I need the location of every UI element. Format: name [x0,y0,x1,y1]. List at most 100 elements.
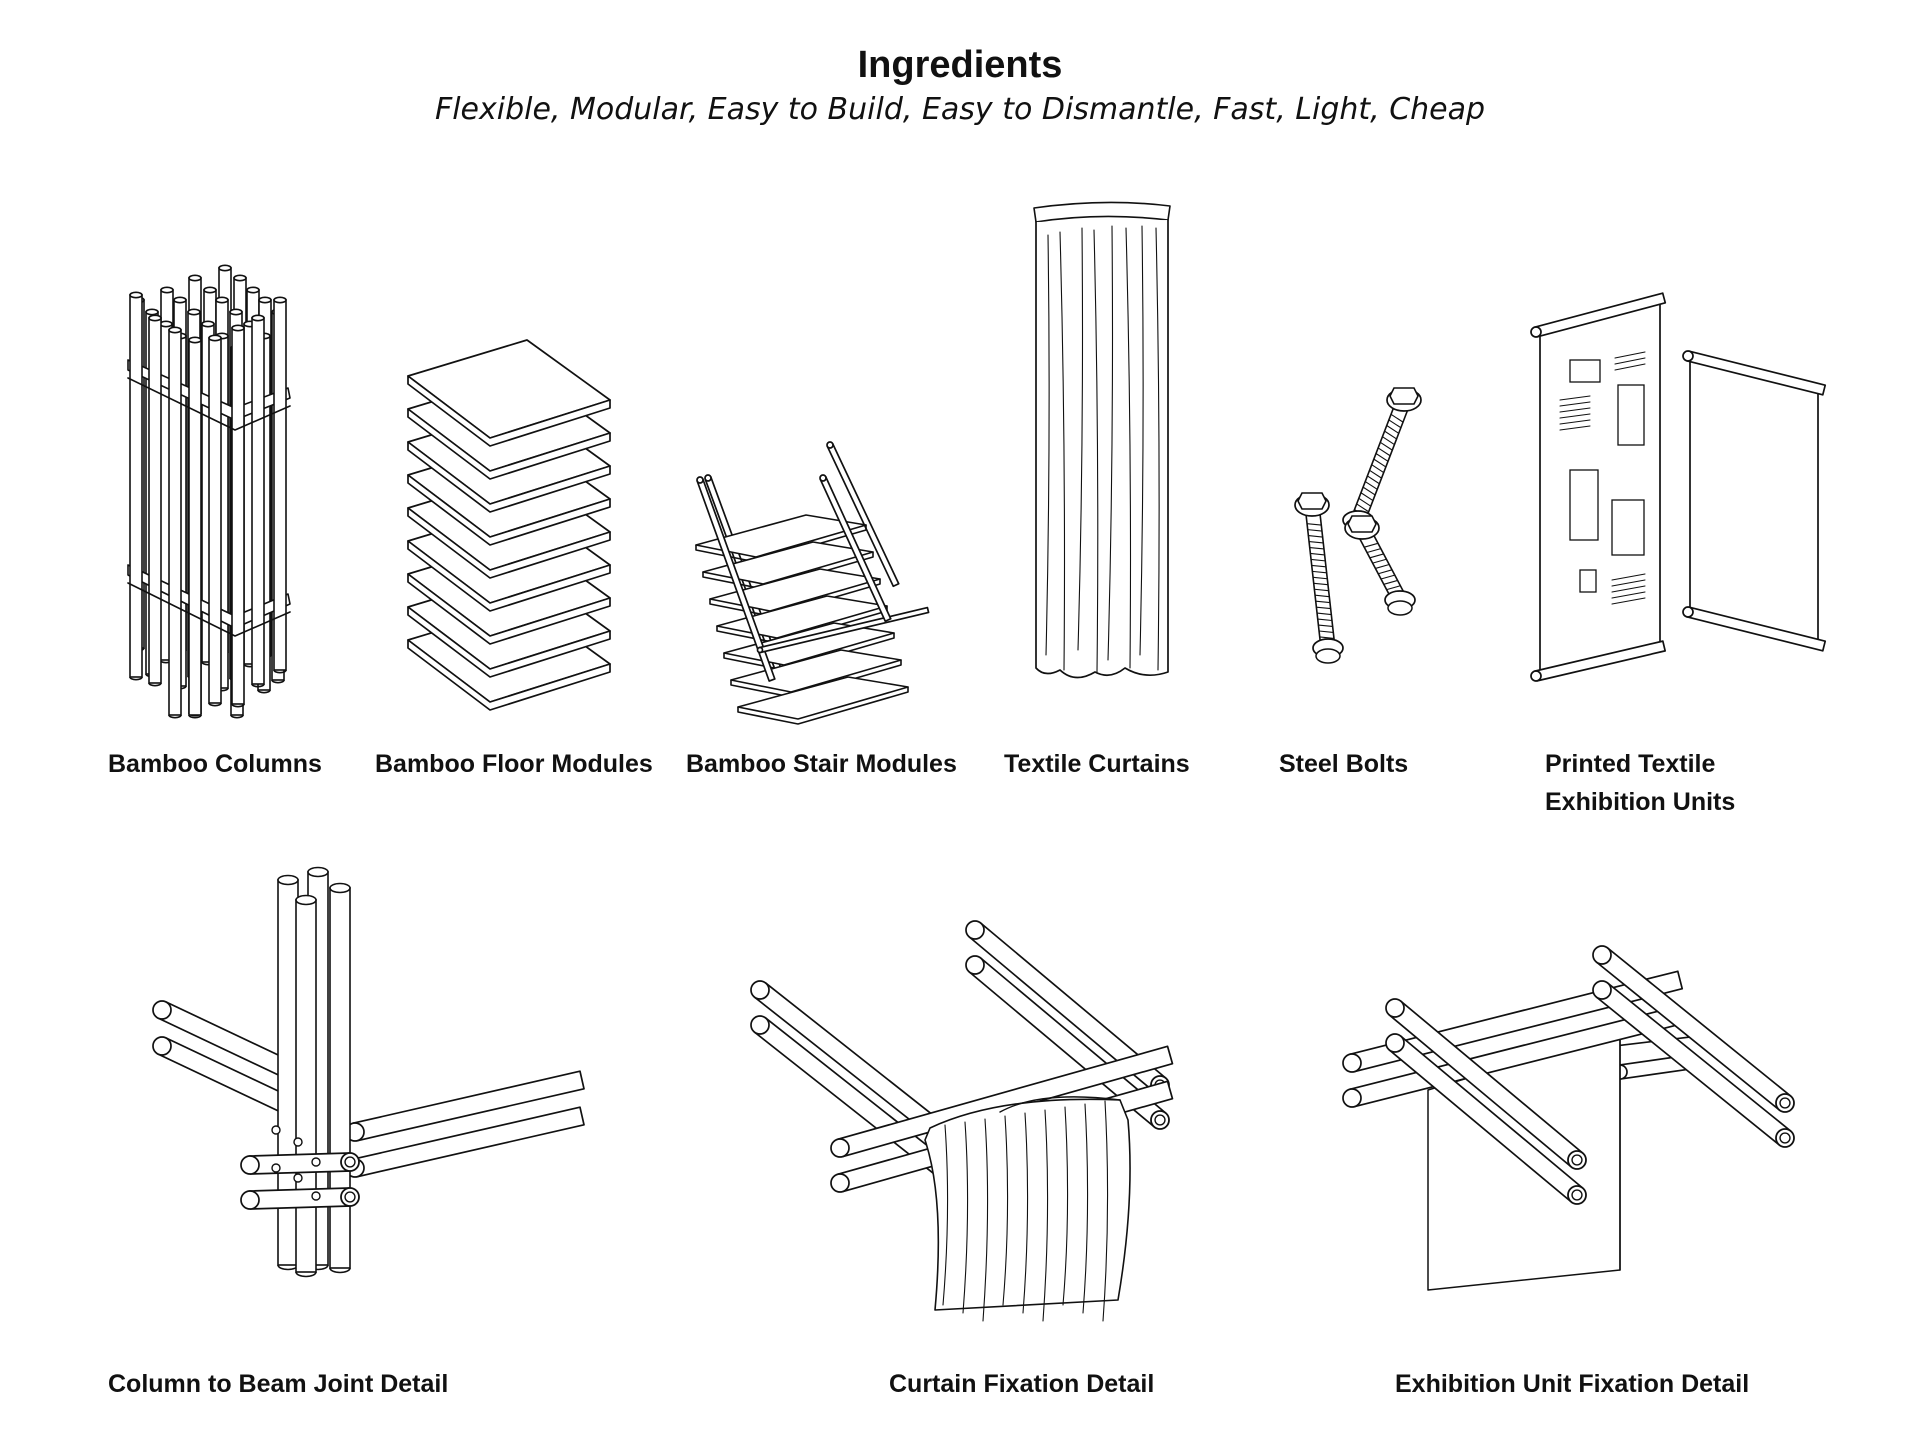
pole-top [188,274,202,282]
bolt-thread [1315,600,1331,604]
bamboo-column [273,296,287,674]
curtain-fold [1093,229,1099,673]
floor-panel-edge [407,573,611,645]
pole-end [1342,1088,1362,1108]
beam [1385,1033,1587,1205]
curtain-fold [1102,1100,1109,1322]
beam [830,1045,1174,1158]
pole-top [159,320,173,328]
curtain-fold [1045,234,1050,656]
print-text-line [1614,357,1646,365]
pole-body [168,329,182,716]
bolt-thread [1371,464,1385,474]
curtain-header [1033,201,1171,223]
caption-bamboo-columns: Bamboo Columns [108,750,322,778]
caption-bamboo-stair-modules: Bamboo Stair Modules [686,750,957,778]
pole-end [1530,670,1542,682]
pole-end [1530,326,1542,338]
curtain-fold [1082,1103,1089,1314]
column-pole [277,874,299,1271]
joint-bolt [293,1173,303,1183]
curtain-fold [1107,225,1114,661]
print-text-line [1611,585,1646,593]
pole-top [201,320,215,328]
pole-end [750,980,770,1000]
print-text-line [1614,351,1646,359]
floor-panel-edge [407,375,611,447]
bamboo-column [231,324,245,708]
pole-top [218,264,232,272]
curtain-gather [999,1096,1121,1113]
bamboo-column [208,334,222,707]
pole-top [295,894,317,906]
bolt-thread [1317,618,1333,622]
curtain-fold [1077,227,1084,651]
bolt-thread [1311,564,1327,568]
bolt-thread [1315,606,1332,610]
beam [240,1152,360,1175]
bolt-head [1389,387,1419,405]
caption-printed-textile: Printed Textile Exhibition Units [1545,745,1735,821]
bolt-thread [1390,413,1404,423]
joint-bolt [293,1137,303,1147]
textile-banner [1689,359,1819,649]
pole-opening [344,1156,356,1168]
bolt-thread [1384,430,1398,440]
pole-top [145,308,159,316]
pole-top [273,296,287,304]
pole-bottom [188,714,202,719]
pole-top [258,296,272,304]
pole-end [152,1000,172,1020]
bolt-thread [1308,541,1324,544]
stair-tread-edge [737,686,909,725]
pole-end [830,1138,850,1158]
bolt-thread [1356,503,1370,513]
curtain-fold [962,1121,969,1314]
bolt-thread [1318,630,1334,633]
pole-opening [1779,1132,1791,1144]
pole-end [965,920,985,940]
bolt-thread [1362,486,1376,496]
print-text-line [1614,363,1646,371]
pole-body [148,317,162,684]
pole-end [240,1190,260,1210]
bolt-head [1347,515,1377,533]
bolt-thread [1309,546,1325,550]
pole-bottom [257,689,271,694]
curtain-fold [1002,1115,1009,1306]
curtain-fold [1059,231,1066,671]
lashing-band-edge [127,377,291,431]
page-subtitle: Flexible, Modular, Easy to Build, Easy t… [434,92,1486,127]
bolt-thread [1373,458,1387,468]
bolt-nut [1387,600,1413,616]
steel-bolts-drawing [1294,387,1422,664]
lashing-band-edge [127,582,291,637]
bamboo-column [188,336,202,719]
column-beam-joint-drawing [152,866,585,1278]
pole-end [704,474,712,482]
steel-bolt [1344,515,1416,616]
bamboo-floor-modules-drawing [407,339,611,711]
banner-rod [1530,640,1666,682]
bolt-thread [1306,523,1322,526]
bolt-thread [1383,579,1399,585]
caption-textile-curtains: Textile Curtains [1004,750,1190,778]
beam [240,1187,360,1210]
print-text-line [1611,591,1646,599]
pole-top [148,314,162,322]
curtain-fold [982,1118,989,1322]
bolt-thread [1377,447,1391,457]
pole-end [696,476,704,484]
bolt-thread [1372,558,1387,564]
pole-body [295,899,317,1273]
bolt-thread [1311,570,1328,574]
bamboo-column [129,291,143,681]
bolt-thread [1317,624,1334,628]
bolt-thread [1358,497,1372,507]
floor-panel-edge [407,474,611,546]
bolt-thread [1366,475,1380,485]
bolt-thread [1369,553,1385,559]
pole-top [233,274,247,282]
pole-opening [1571,1189,1583,1201]
pole-top [203,286,217,294]
